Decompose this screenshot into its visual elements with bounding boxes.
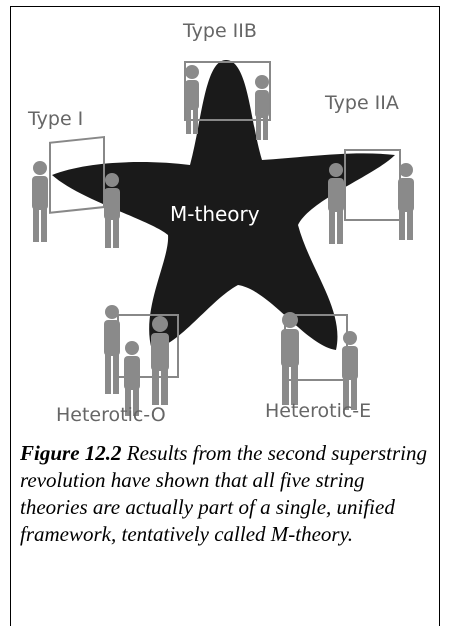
label-type-iia: Type IIA <box>325 92 399 114</box>
figure-number: Figure 12.2 <box>20 441 122 465</box>
label-heterotic-e: Heterotic-E <box>265 400 372 422</box>
people-group-heterotic-o <box>104 305 169 416</box>
label-type-i: Type I <box>28 108 84 130</box>
people-group-type-iib <box>185 65 269 140</box>
center-label-m-theory: M-theory <box>170 202 260 226</box>
label-type-iib: Type IIB <box>183 20 257 42</box>
m-theory-star-shape <box>52 60 395 350</box>
figure-frame <box>10 6 440 626</box>
screen-type-i <box>49 135 105 214</box>
people-group-type-iia <box>328 163 414 244</box>
m-theory-diagram <box>32 60 414 416</box>
figure-caption: Figure 12.2 Results from the second supe… <box>20 440 430 548</box>
people-group-type-i <box>32 161 120 248</box>
caption-text: Results from the second superstring revo… <box>20 441 427 546</box>
people-group-heterotic-e <box>281 312 358 410</box>
label-heterotic-o: Heterotic-O <box>56 404 166 426</box>
